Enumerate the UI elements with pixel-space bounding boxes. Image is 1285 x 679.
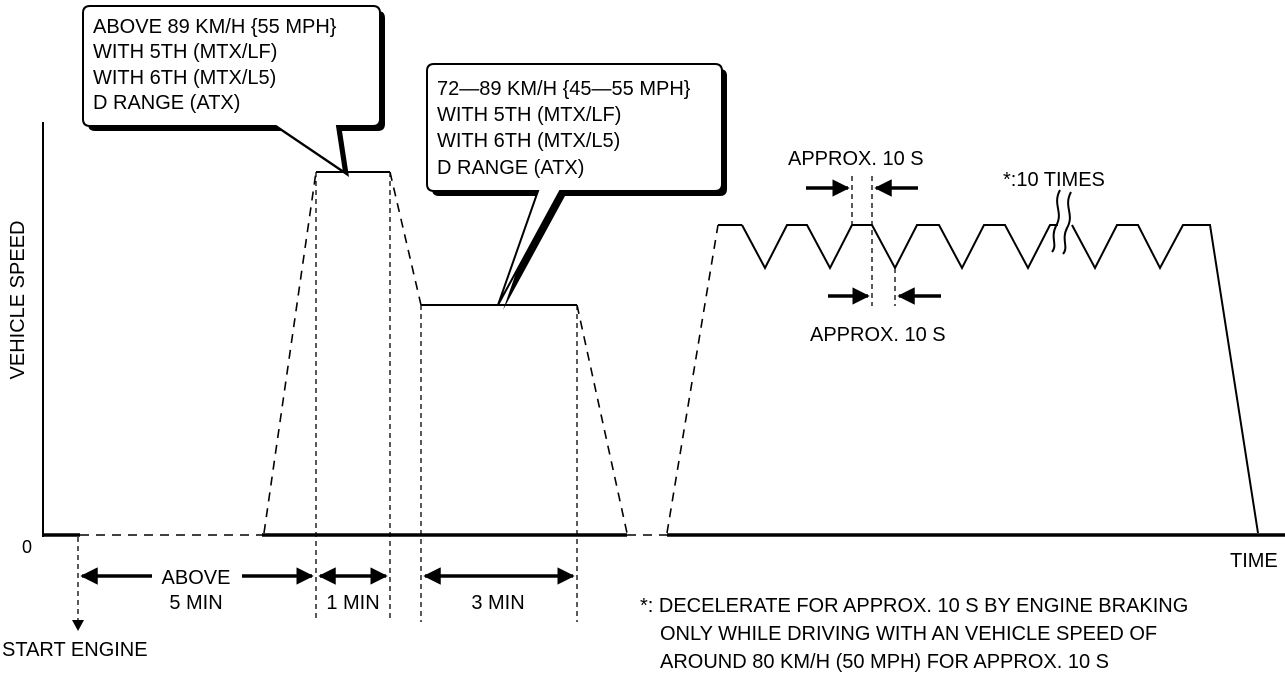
- callout-mid-speed: [426, 63, 727, 310]
- duration-warmup-line1: ABOVE: [162, 567, 231, 589]
- callout-high-line4: D RANGE (ATX): [93, 92, 240, 114]
- speed-profile-pulses: [666, 189, 1259, 534]
- duration-high-label: 1 MIN: [326, 592, 379, 614]
- footnote-line3: AROUND 80 KM/H (50 MPH) FOR APPROX. 10 S: [660, 651, 1109, 673]
- duration-mid-label: 3 MIN: [471, 592, 524, 614]
- times-label: *:10 TIMES: [1003, 169, 1105, 191]
- callout-high-line1: ABOVE 89 KM/H {55 MPH}: [93, 16, 337, 38]
- x-axis-label: TIME: [1230, 550, 1278, 572]
- callout-mid-line2: WITH 5TH (MTX/LF): [437, 104, 621, 126]
- speed-profile-mid: [421, 304, 628, 534]
- reference-lines: [77, 172, 896, 622]
- duration-warmup-line2: 5 MIN: [169, 592, 222, 614]
- callout-mid-line1: 72—89 KM/H {45—55 MPH}: [437, 78, 691, 100]
- callout-mid-line3: WITH 6TH (MTX/L5): [437, 130, 620, 152]
- footnote-line2: ONLY WHILE DRIVING WITH AN VEHICLE SPEED…: [660, 623, 1157, 645]
- callout-high-line2: WITH 5TH (MTX/LF): [93, 41, 277, 63]
- callout-mid-line4: D RANGE (ATX): [437, 157, 584, 179]
- callout-high-line3: WITH 6TH (MTX/L5): [93, 67, 276, 89]
- approx-top-label: APPROX. 10 S: [788, 148, 924, 170]
- speed-profile-high: [263, 171, 422, 534]
- start-engine-marker: [72, 620, 84, 631]
- approx-bottom-label: APPROX. 10 S: [810, 324, 946, 346]
- footnote-line1: *: DECELERATE FOR APPROX. 10 S BY ENGINE…: [640, 595, 1188, 617]
- callout-high-speed: [82, 5, 385, 177]
- zero-label: 0: [22, 537, 32, 557]
- y-axis-label: VEHICLE SPEED: [7, 221, 29, 380]
- start-engine-label: START ENGINE: [2, 639, 148, 661]
